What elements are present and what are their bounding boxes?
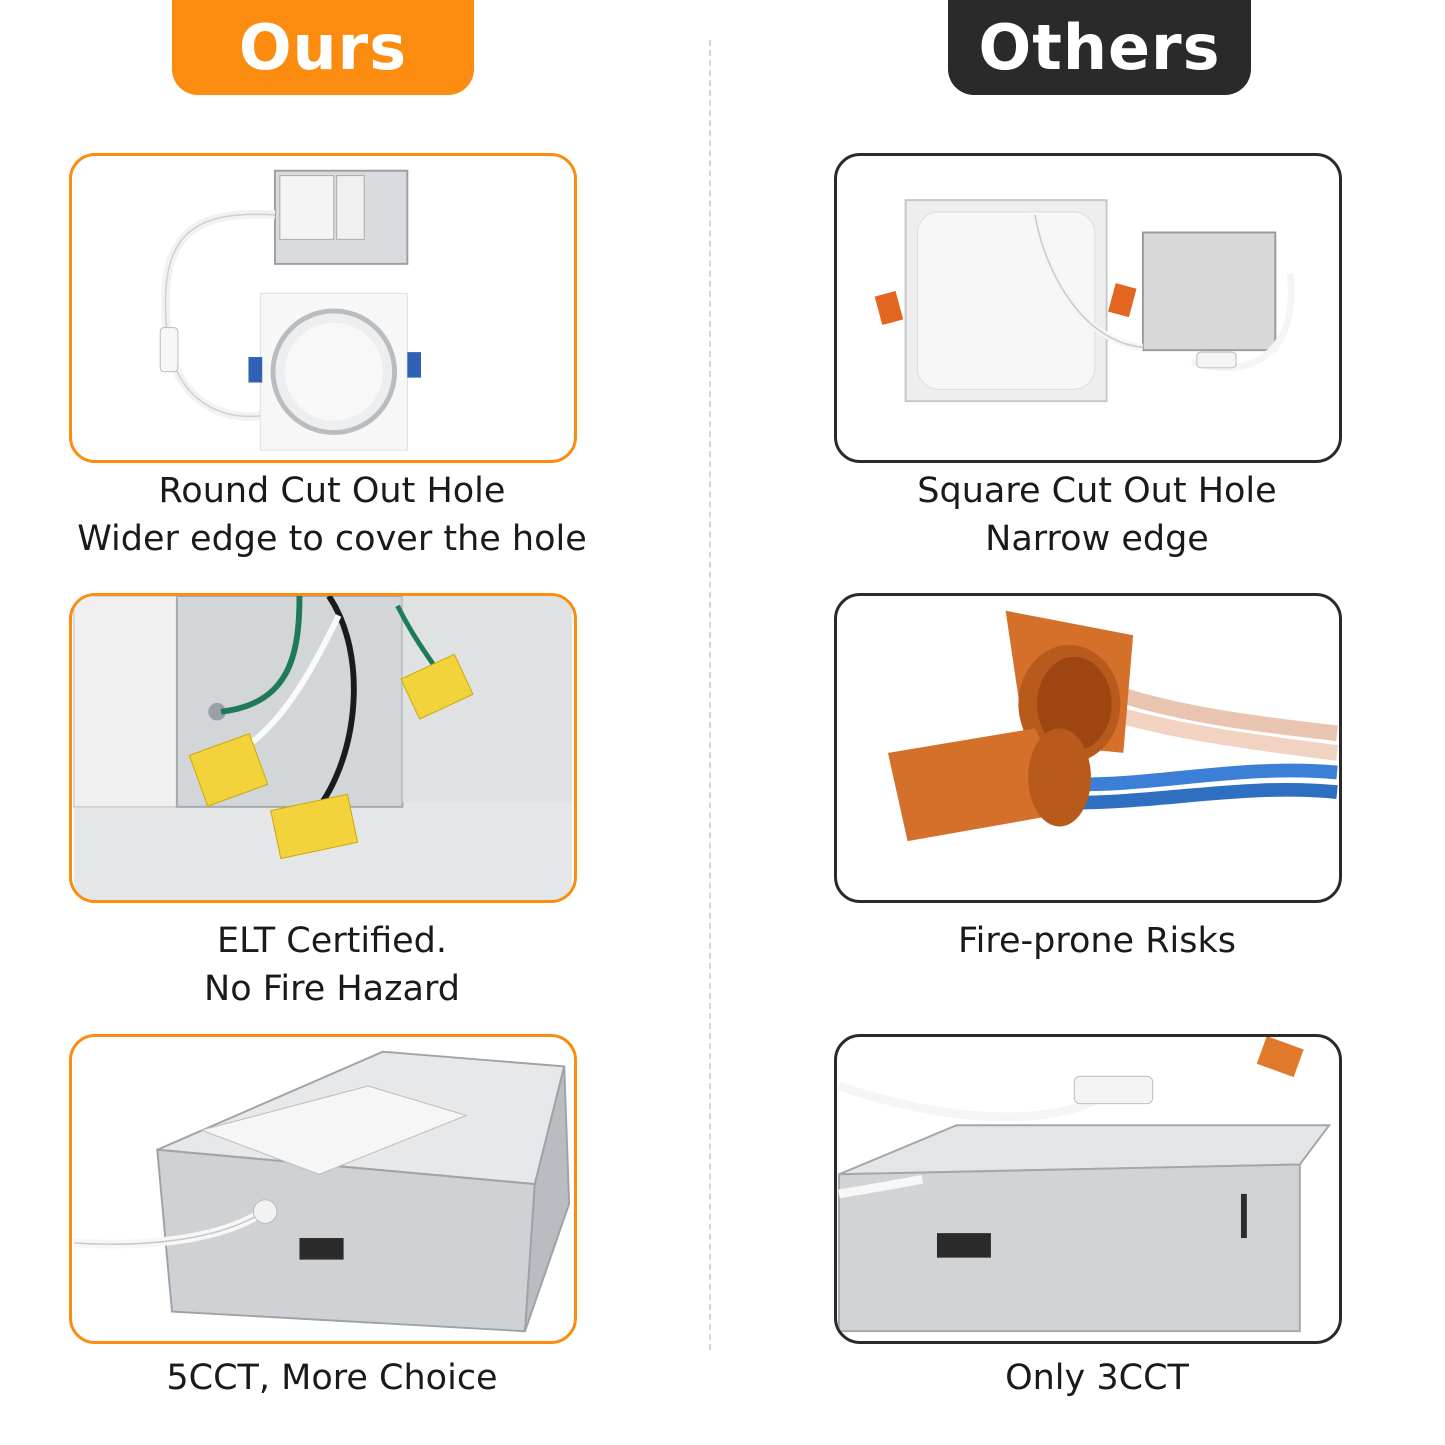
others-row3-caption: Only 3CCT	[787, 1354, 1407, 1402]
others-3cct-box-panel	[834, 1034, 1342, 1344]
wire-nut-connectors-image	[887, 610, 1339, 842]
round-recessed-light-image	[159, 169, 422, 451]
caption-line: 5CCT, More Choice	[166, 1358, 498, 1398]
caption-line: Wider edge to cover the hole	[77, 519, 587, 559]
others-square-light-panel	[834, 153, 1342, 463]
ours-5cct-box-panel	[69, 1034, 577, 1344]
junction-box-3cct-switch-image	[837, 1037, 1332, 1333]
others-row1-caption: Square Cut Out Hole Narrow edge	[787, 467, 1407, 563]
caption-line: Narrow edge	[985, 519, 1209, 559]
others-row2-caption: Fire-prone Risks	[787, 917, 1407, 965]
center-divider	[709, 40, 711, 1350]
caption-line: Square Cut Out Hole	[917, 471, 1277, 511]
ours-row1-caption: Round Cut Out Hole Wider edge to cover t…	[22, 467, 642, 563]
others-header: Others	[948, 0, 1251, 95]
ours-junction-box-panel	[69, 593, 577, 903]
caption-line: ELT Certified.	[216, 921, 448, 961]
caption-line: No Fire Hazard	[204, 969, 460, 1009]
ours-round-light-panel	[69, 153, 577, 463]
ours-row2-caption: ELT Certified. No Fire Hazard	[22, 917, 642, 1013]
caption-line: Fire-prone Risks	[958, 921, 1236, 961]
lever-connector-junction-box-image	[73, 596, 573, 900]
caption-line: Only 3CCT	[1005, 1358, 1189, 1398]
junction-box-5cct-switch-image	[73, 1050, 571, 1333]
ours-header: Ours	[172, 0, 474, 95]
ours-row3-caption: 5CCT, More Choice	[22, 1354, 642, 1402]
square-recessed-light-image	[874, 199, 1295, 403]
others-wire-nut-panel	[834, 593, 1342, 903]
caption-line: Round Cut Out Hole	[158, 471, 506, 511]
